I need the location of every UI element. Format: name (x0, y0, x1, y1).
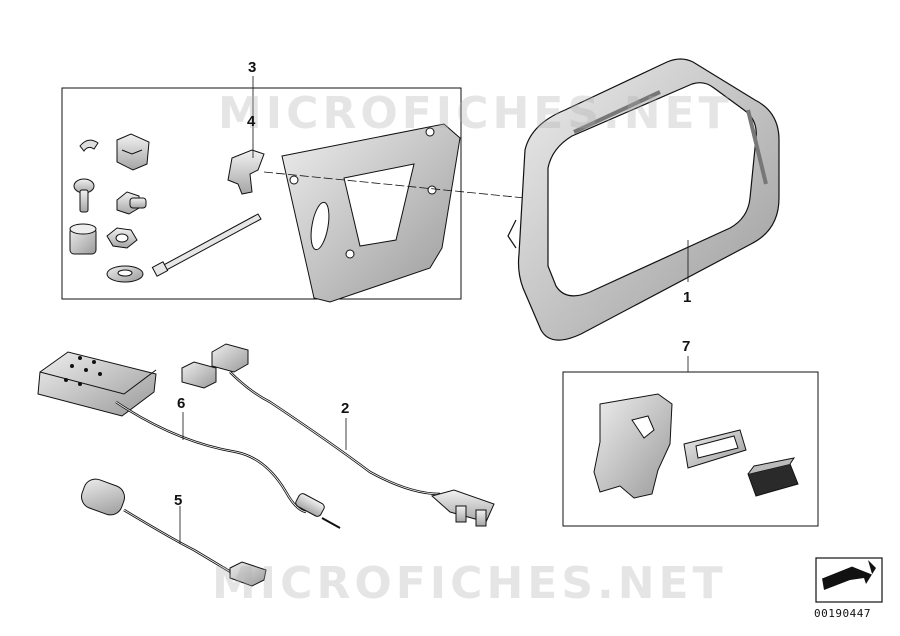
terminal-connector-2 (430, 489, 495, 527)
terminal-5 (229, 561, 267, 587)
cable-6 (115, 400, 307, 514)
part-7-frame (562, 371, 819, 527)
cable-tie (151, 213, 262, 277)
hex-nut (106, 227, 138, 249)
connector-6 (295, 493, 341, 529)
callout-4: 4 (247, 113, 256, 130)
catalog-arrow-icon (815, 557, 883, 603)
callout-leaders (179, 76, 689, 544)
callout-5: 5 (174, 492, 183, 509)
switch-housing (593, 393, 673, 499)
washer (106, 265, 144, 283)
switch-rocker (747, 457, 799, 497)
switch-module (37, 351, 157, 417)
harness-2 (229, 371, 441, 496)
callout-3: 3 (248, 59, 257, 76)
spacer-sleeve (69, 223, 97, 255)
clip-3-4 (227, 149, 265, 195)
bolt (116, 191, 147, 215)
callout-1: 1 (683, 289, 692, 306)
switch-frame (683, 429, 747, 469)
plug-2b (181, 361, 217, 389)
mounting-bracket (281, 123, 461, 303)
plug-2a (211, 343, 249, 373)
mounting-kit-frame (61, 87, 462, 300)
watermark-bottom: MICROFICHES.NET (212, 558, 727, 609)
instrument-cover (507, 58, 780, 341)
resistor-plug (81, 478, 125, 516)
spring-clip (79, 139, 99, 152)
callout-7: 7 (682, 338, 691, 355)
callout-2: 2 (341, 400, 350, 417)
retaining-clip (116, 133, 150, 171)
leader-line-bracket (263, 171, 526, 199)
screw (73, 178, 95, 213)
diagram-id: 00190447 (814, 607, 871, 620)
watermark-top: MICROFICHES.NET (218, 88, 733, 139)
callout-6: 6 (177, 395, 186, 412)
